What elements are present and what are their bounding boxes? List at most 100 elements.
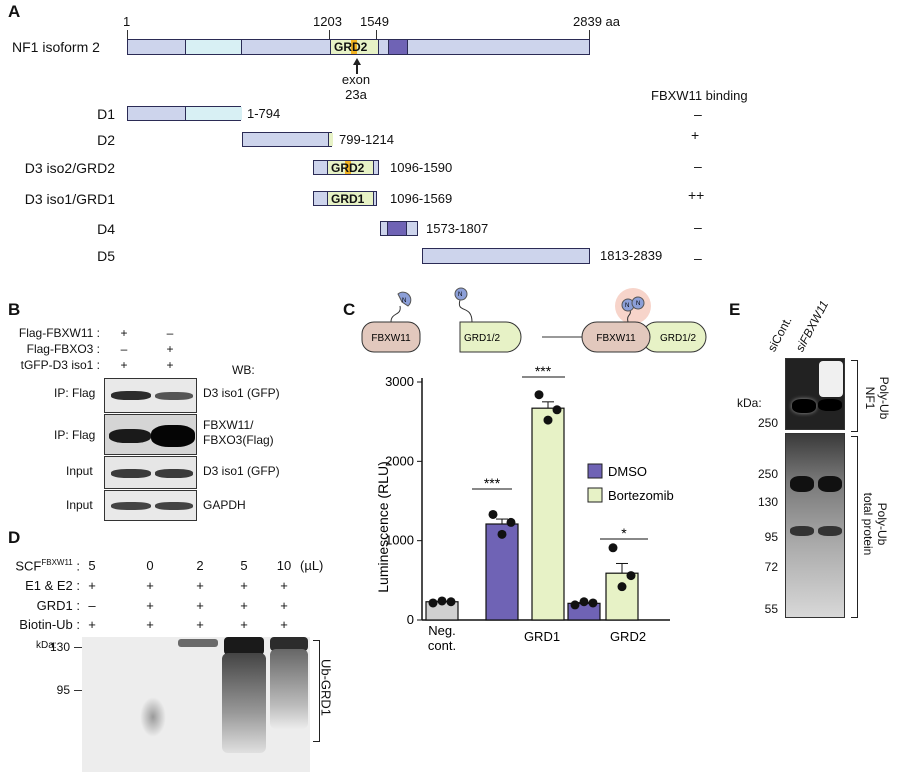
- group-label-grd2: GRD2: [610, 629, 646, 644]
- binding-header: FBXW11 binding: [651, 88, 748, 103]
- data-point: [543, 415, 553, 425]
- exon-marker: [351, 40, 357, 54]
- complex-n2-text: N: [636, 301, 640, 307]
- e-lane-label-sifbxw11: siFBXW11: [792, 298, 832, 354]
- d-scf-sup: FBXW11: [41, 558, 73, 567]
- construct-d5-bar: [422, 248, 590, 264]
- b-blot4: [104, 490, 197, 521]
- data-point: [608, 543, 618, 553]
- scale-tick-mark: [127, 30, 128, 39]
- construct-d1-bar: [127, 106, 242, 121]
- bar: [605, 572, 639, 621]
- sig-grd1-dmso-vs-btz: ***: [535, 363, 552, 379]
- fbxw11-text: FBXW11: [371, 333, 411, 344]
- smear: [140, 697, 166, 737]
- b-lane2-tgfp: +: [166, 358, 174, 372]
- y-tick-label: 1000: [385, 533, 414, 548]
- complex-fbxw11: [581, 321, 651, 353]
- d-marker-130: 130: [49, 640, 70, 654]
- grd-text: GRD1/2: [464, 333, 501, 344]
- sig-grd2: *: [621, 525, 627, 541]
- complex-n2: [631, 296, 645, 310]
- b-row-tgfp: tGFP-D3 iso1 :: [20, 358, 100, 372]
- d4-dark: [387, 222, 407, 235]
- d-cell: 5: [240, 558, 248, 573]
- band: [818, 399, 842, 411]
- d-cell: +: [280, 617, 288, 632]
- construct-d1-name: D1: [97, 106, 115, 122]
- b-blot4-right: GAPDH: [203, 498, 246, 512]
- band: [790, 476, 814, 492]
- e-bottom-marker-72: 72: [764, 560, 778, 574]
- b-lane2-fbxo3: +: [166, 342, 174, 356]
- band: [818, 476, 842, 492]
- b-blot3-right: D3 iso1 (GFP): [203, 464, 280, 478]
- band: [790, 526, 814, 536]
- e-bottom-side-label: Poly-Ub total protein: [861, 492, 889, 556]
- band: [178, 639, 218, 647]
- data-point: [497, 529, 507, 539]
- legend-swatch-bortezomib: [587, 487, 603, 503]
- b-blot2-left: IP: Flag: [54, 428, 96, 442]
- e-bottom-marker-130: 130: [757, 495, 778, 509]
- grd-box: [459, 321, 522, 353]
- scale-tick-1549: 1549: [360, 14, 389, 29]
- band: [155, 502, 193, 510]
- d-cell: +: [240, 598, 248, 613]
- legend-swatch-dmso: [587, 463, 603, 479]
- e-bottom-bracket: [851, 436, 858, 618]
- d-cell: +: [196, 598, 204, 613]
- construct-d3-iso2-name: D3 iso2/GRD2: [24, 160, 115, 176]
- b-lane1-fbxo3: –: [120, 342, 128, 356]
- d-cell: +: [88, 617, 96, 632]
- e-bottom-blot: [785, 433, 845, 618]
- d-cell: +: [240, 578, 248, 593]
- grd2-label: GRD2: [334, 40, 368, 54]
- construct-d4-binding: –: [694, 219, 702, 235]
- smear: [270, 649, 308, 729]
- data-point: [570, 600, 580, 610]
- b-blot4-left: Input: [66, 498, 93, 512]
- isoform-label: NF1 isoform 2: [12, 39, 100, 55]
- scale-tick-2839: 2839 aa: [573, 14, 620, 29]
- d-row-grd1: GRD1 :: [36, 598, 80, 613]
- d1-light: [185, 107, 242, 120]
- d-cell: –: [88, 598, 96, 613]
- significance-markers: *** *** *: [472, 363, 648, 541]
- n-shape: [397, 291, 412, 307]
- panel-b-label: B: [8, 300, 21, 319]
- data-point: [506, 517, 516, 527]
- construct-d4-name: D4: [97, 221, 115, 237]
- scale-tick-mark: [329, 30, 330, 39]
- construct-d3-iso1-range: 1096-1569: [390, 191, 453, 206]
- construct-d5-name: D5: [97, 248, 115, 264]
- d3-iso1-grd: [327, 192, 374, 205]
- construct-d3-iso2-bar: GRD2: [313, 160, 379, 175]
- scale-tick-mark: [376, 30, 377, 39]
- group-label-neg: Neg.cont.: [428, 623, 456, 653]
- panel-c-label: C: [343, 300, 356, 319]
- data-point: [626, 571, 636, 581]
- sig-grd1-vs-neg: ***: [484, 475, 501, 491]
- b-lane1-tgfp: +: [120, 358, 128, 372]
- d-cell: 0: [146, 558, 154, 573]
- d-cell: 2: [196, 558, 204, 573]
- construct-d1-binding: –: [694, 106, 702, 122]
- exon-sub-label: 23a: [345, 87, 367, 102]
- b-lane2-fbxw11: –: [166, 326, 174, 340]
- d-bracket-label: Ub-GRD1: [318, 658, 334, 717]
- e-top-bracket: [851, 360, 858, 432]
- data-point: [588, 598, 598, 608]
- d-cell: +: [280, 578, 288, 593]
- grd-linker: [458, 299, 473, 323]
- group-label-grd1: GRD1: [524, 629, 560, 644]
- n-text: N: [402, 298, 406, 304]
- construct-d2-binding: +: [691, 127, 700, 143]
- y-tick-label: 2000: [385, 453, 414, 468]
- e-top-marker-250: 250: [757, 416, 778, 430]
- b-blot3-left: Input: [66, 464, 93, 478]
- band: [224, 637, 264, 655]
- construct-d2-name: D2: [97, 132, 115, 148]
- data-point: [437, 596, 447, 606]
- b-wb-label: WB:: [232, 363, 255, 377]
